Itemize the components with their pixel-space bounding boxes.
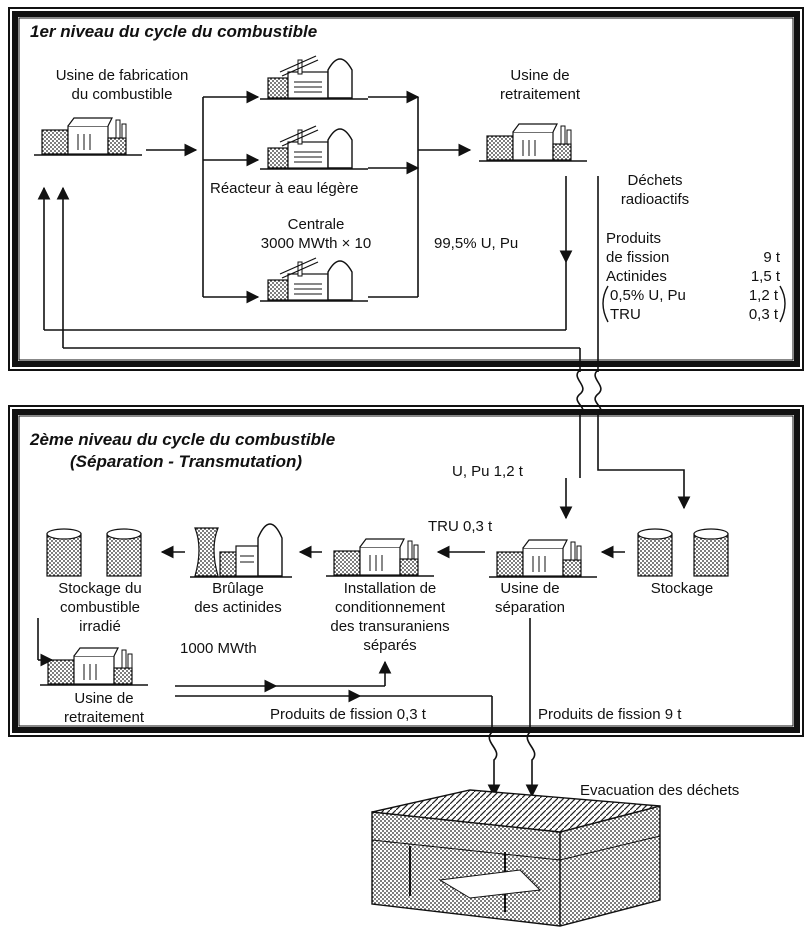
- burning-label-1: Brûlage: [212, 580, 264, 597]
- repository-block-icon: [371, 789, 661, 927]
- conditioning-label-3: des transuraniens: [330, 618, 450, 635]
- fab-plant-label-2: du combustible: [71, 86, 173, 103]
- waste-row-value: 1,5 t: [750, 268, 780, 285]
- storage-tank-1-icon: [637, 528, 673, 577]
- waste-label-1: Déchets: [627, 172, 683, 189]
- waste-row-label: Actinides: [606, 268, 667, 285]
- waste-row-label: 0,5% U, Pu: [610, 287, 686, 304]
- level2-reprocessing-label-2: retraitement: [63, 709, 145, 726]
- burner-icon: [190, 523, 292, 578]
- fission-products-large-label: Produits de fission 9 t: [538, 706, 682, 723]
- power-label: 1000 MWth: [180, 640, 257, 657]
- level1-title: 1er niveau du cycle du combustible: [30, 22, 318, 41]
- irradiated-storage-label-2: combustible: [59, 599, 141, 616]
- reactor-label: Réacteur à eau légère: [210, 180, 359, 197]
- separation-label-1: Usine de: [500, 580, 560, 597]
- burning-label-2: des actinides: [194, 599, 282, 616]
- irradiated-storage-tank-2-icon: [106, 528, 142, 577]
- disposal-arrows: [487, 731, 539, 798]
- conditioning-label-4: séparés: [363, 637, 417, 654]
- fission-products-small-label: Produits de fission 0,3 t: [270, 706, 426, 723]
- conditioning-label-2: conditionnement: [334, 599, 446, 616]
- level1-flows: [37, 90, 599, 372]
- tru-label: TRU 0,3 t: [428, 518, 493, 535]
- waste-row-label: Produits: [606, 230, 662, 247]
- waste-table-brackets: [602, 285, 786, 323]
- irradiated-storage-label-1: Stockage du: [58, 580, 142, 597]
- level2-flows: [37, 545, 625, 732]
- level2-reprocessing-label-1: Usine de: [74, 690, 134, 707]
- fab-plant-label-1: Usine de fabrication: [55, 67, 189, 84]
- level-connectors: [559, 369, 691, 520]
- irradiated-storage-label-3: irradié: [79, 618, 121, 635]
- reprocessing-label-1: Usine de: [510, 67, 570, 84]
- conditioning-label-1: Installation de: [343, 580, 437, 597]
- storage-tank-2-icon: [693, 528, 729, 577]
- waste-row-label: de fission: [606, 249, 670, 266]
- level2-title-1: 2ème niveau du cycle du combustible: [30, 430, 336, 449]
- waste-label-2: radioactifs: [620, 191, 690, 208]
- waste-row-label: TRU: [610, 306, 641, 323]
- waste-row-value: 0,3 t: [748, 306, 778, 323]
- upu-label: U, Pu 1,2 t: [452, 463, 523, 480]
- level2-title-2: (Séparation - Transmutation): [70, 452, 303, 471]
- waste-row-value: 9 t: [763, 249, 780, 266]
- central-label-2: 3000 MWth × 10: [260, 235, 372, 252]
- separation-label-2: séparation: [494, 599, 566, 616]
- storage-label: Stockage: [650, 580, 714, 597]
- level1-frame: [8, 7, 804, 371]
- waste-row-value: 1,2 t: [748, 287, 778, 304]
- recovery-label: 99,5% U, Pu: [434, 235, 519, 252]
- reprocessing-label-2: retraitement: [499, 86, 581, 103]
- central-label-1: Centrale: [287, 216, 345, 233]
- irradiated-storage-tank-1-icon: [46, 528, 82, 577]
- disposal-label: Evacuation des déchets: [580, 782, 740, 799]
